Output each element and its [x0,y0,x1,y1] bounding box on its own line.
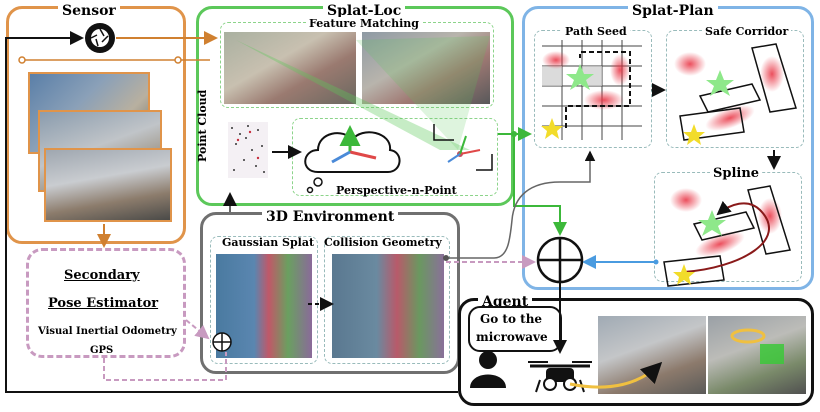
feature-image-right [362,32,490,104]
agent-speech-bubble [468,306,562,352]
path-seed-label: Path Seed [562,25,630,38]
agent-image-right [708,316,806,394]
safe-corridor-label: Safe Corridor [702,25,792,38]
environment-title: 3D Environment [262,209,399,225]
spline-box [654,172,802,282]
collision-geometry-image [332,254,444,358]
safe-corridor-box [666,30,804,148]
gaussian-splat-label: Gaussian Splat [222,236,315,249]
collision-geometry-label: Collision Geometry [324,236,442,249]
feature-matching-label: Feature Matching [306,17,422,30]
secondary-title-2: Pose Estimator [48,296,159,311]
point-cloud-label: Point Cloud [196,89,209,162]
secondary-title-1: Secondary [64,268,140,283]
pnp-label: Perspective-n-Point [336,184,457,197]
splat-plan-title: Splat-Plan [628,3,718,19]
agent-panel [458,298,814,406]
path-seed-box [534,30,652,148]
gaussian-splat-image [216,254,312,358]
agent-image-left [598,316,706,394]
spline-label: Spline [710,166,763,181]
agent-command-line1: Go to the [480,312,543,326]
splat-loc-title: Splat-Loc [323,3,406,19]
sensor-title: Sensor [58,3,120,19]
sensor-image-front [44,148,172,222]
secondary-item-gps: GPS [90,345,114,356]
secondary-item-vio: Visual Inertial Odometry [38,326,177,337]
agent-command-line2: microwave [476,330,548,344]
feature-image-left [224,32,356,104]
